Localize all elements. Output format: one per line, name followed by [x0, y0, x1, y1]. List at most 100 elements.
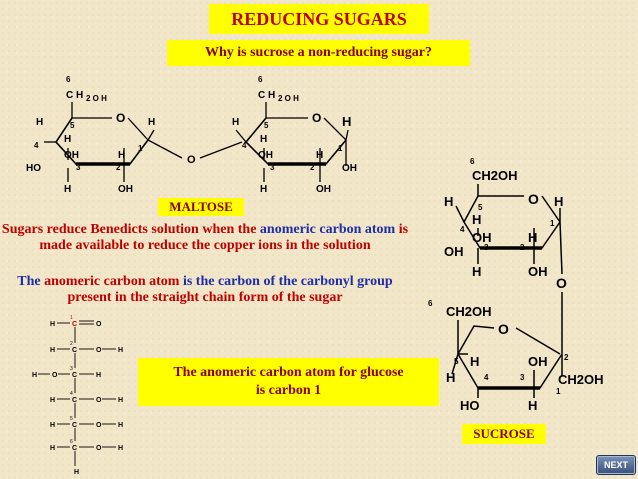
- sucrose-label: SUCROSE: [462, 424, 546, 444]
- svg-text:H: H: [50, 422, 55, 429]
- svg-text:CH2OH: CH2OH: [446, 304, 492, 319]
- svg-text:H: H: [148, 117, 155, 128]
- para2-text-a: The: [17, 274, 45, 289]
- svg-text:O: O: [96, 347, 102, 354]
- svg-text:O: O: [96, 445, 102, 452]
- svg-text:2 O H: 2 O H: [86, 94, 107, 103]
- svg-text:OH: OH: [64, 150, 79, 161]
- svg-text:6: 6: [428, 299, 433, 308]
- svg-text:1: 1: [338, 144, 343, 153]
- svg-text:OH: OH: [316, 184, 331, 195]
- svg-text:H: H: [470, 354, 479, 369]
- svg-text:OH: OH: [342, 163, 357, 174]
- anomeric-definition: The anomeric carbon atom is the carbon o…: [10, 274, 400, 306]
- svg-text:HO: HO: [460, 398, 480, 413]
- svg-text:6: 6: [258, 75, 263, 84]
- svg-text:2: 2: [310, 163, 315, 172]
- svg-text:OH: OH: [118, 184, 133, 195]
- glucose-chain-structure: H C O H C O H H O C H H C O H H C O H H …: [32, 315, 123, 476]
- svg-text:C: C: [72, 347, 77, 354]
- svg-text:H: H: [50, 445, 55, 452]
- para2-text-c: present in the straight chain form of th…: [67, 290, 343, 305]
- svg-text:H: H: [118, 150, 125, 161]
- svg-text:O: O: [528, 191, 539, 207]
- maltose-label: MALTOSE: [158, 198, 244, 216]
- svg-text:H: H: [64, 134, 71, 145]
- maltose-structure: 6 C H 2 O H H 5 O H H 4 OH H 1 HO 3 2 H …: [26, 75, 357, 195]
- svg-text:H: H: [64, 184, 71, 195]
- svg-text:O: O: [556, 275, 567, 291]
- reducing-explanation: Sugars reduce Benedicts solution when th…: [0, 222, 410, 254]
- svg-text:1: 1: [70, 315, 73, 321]
- svg-text:5: 5: [70, 121, 75, 130]
- anomeric-carbon-note: The anomeric carbon atom for glucose is …: [138, 358, 439, 406]
- svg-text:H: H: [472, 212, 481, 227]
- svg-text:H: H: [342, 114, 351, 129]
- svg-text:H: H: [74, 469, 79, 476]
- svg-text:O: O: [96, 422, 102, 429]
- svg-text:C: C: [72, 372, 77, 379]
- svg-text:H: H: [118, 347, 123, 354]
- svg-text:6: 6: [470, 157, 475, 166]
- svg-text:3: 3: [70, 366, 73, 372]
- svg-text:2: 2: [70, 341, 73, 347]
- svg-text:O: O: [312, 111, 321, 125]
- svg-text:H: H: [446, 370, 455, 385]
- svg-text:H: H: [232, 117, 239, 128]
- svg-text:C: C: [72, 445, 77, 452]
- svg-text:H: H: [118, 397, 123, 404]
- svg-text:5: 5: [70, 416, 73, 422]
- svg-text:H: H: [260, 134, 267, 145]
- para2-term: anomeric carbon atom: [44, 274, 180, 289]
- svg-text:H: H: [50, 397, 55, 404]
- svg-text:C H: C H: [66, 90, 83, 101]
- para1-text-b: is made available to reduce the copper i…: [39, 222, 409, 253]
- svg-text:CH2OH: CH2OH: [472, 168, 518, 183]
- para1-term: anomeric carbon atom: [259, 222, 396, 237]
- svg-text:OH: OH: [258, 150, 273, 161]
- svg-text:3: 3: [520, 373, 525, 382]
- svg-text:1: 1: [556, 387, 561, 396]
- svg-text:OH: OH: [472, 230, 492, 245]
- svg-text:5: 5: [264, 121, 269, 130]
- anomeric-note-line1: The anomeric carbon atom for glucose: [173, 365, 404, 380]
- svg-text:H: H: [554, 194, 563, 209]
- svg-text:C: C: [72, 321, 77, 328]
- svg-text:H: H: [472, 264, 481, 279]
- slide-question: Why is sucrose a non-reducing sugar?: [167, 40, 470, 66]
- svg-text:4: 4: [70, 391, 73, 397]
- svg-text:1: 1: [550, 219, 555, 228]
- svg-text:6: 6: [70, 439, 73, 445]
- svg-text:CH2OH: CH2OH: [558, 372, 604, 387]
- svg-text:2: 2: [564, 353, 569, 362]
- svg-text:4: 4: [460, 225, 465, 234]
- svg-text:H: H: [118, 422, 123, 429]
- svg-text:O: O: [52, 372, 58, 379]
- svg-text:HO: HO: [26, 163, 41, 174]
- svg-text:H: H: [528, 230, 537, 245]
- svg-text:2: 2: [116, 163, 121, 172]
- svg-text:C H: C H: [258, 90, 275, 101]
- slide-title: REDUCING SUGARS: [209, 4, 429, 34]
- svg-text:OH: OH: [528, 354, 548, 369]
- svg-text:3: 3: [270, 163, 275, 172]
- svg-text:H: H: [260, 184, 267, 195]
- next-button[interactable]: NEXT: [596, 455, 636, 475]
- svg-text:4: 4: [242, 141, 247, 150]
- svg-text:3: 3: [76, 163, 81, 172]
- svg-text:O: O: [96, 321, 102, 328]
- para1-text-a: Sugars reduce Benedicts solution when th…: [1, 222, 260, 237]
- svg-text:O: O: [498, 321, 509, 337]
- svg-text:6: 6: [66, 75, 71, 84]
- para2-text-b: is the carbon of the carbonyl group: [179, 274, 393, 289]
- svg-text:5: 5: [478, 203, 483, 212]
- svg-text:H: H: [36, 117, 43, 128]
- svg-text:1: 1: [138, 144, 143, 153]
- svg-text:H: H: [32, 372, 37, 379]
- svg-text:C: C: [72, 422, 77, 429]
- svg-text:2 O H: 2 O H: [278, 94, 299, 103]
- svg-text:OH: OH: [444, 244, 464, 259]
- svg-text:H: H: [118, 445, 123, 452]
- svg-text:4: 4: [34, 141, 39, 150]
- sucrose-structure: 6 CH2OH H 5 O H H 4 OH H 1 OH 3 2 H OH O…: [428, 157, 604, 413]
